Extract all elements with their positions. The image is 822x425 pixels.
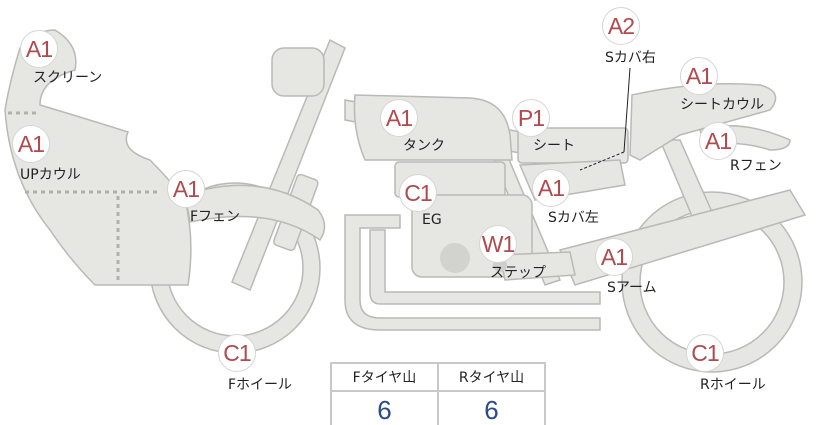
label-tank: タンク bbox=[403, 138, 445, 154]
label-side-cover-right: Sカバ右 bbox=[605, 50, 656, 66]
label-screen: スクリーン bbox=[33, 70, 103, 86]
label-step: ステップ bbox=[490, 265, 546, 281]
label-rear-wheel: Rホイール bbox=[700, 377, 766, 393]
grade-badge-tank[interactable]: A1 bbox=[380, 99, 418, 137]
label-seat-cowl: シートカウル bbox=[680, 97, 764, 113]
label-side-cover-left: Sカバ左 bbox=[548, 210, 599, 226]
front-fender-shape bbox=[184, 184, 326, 242]
grade-badge-front-wheel[interactable]: C1 bbox=[218, 334, 256, 372]
label-front-wheel: Fホイール bbox=[228, 377, 293, 393]
grade-badge-side-cover-left[interactable]: A1 bbox=[532, 169, 570, 207]
label-seat: シート bbox=[533, 138, 575, 154]
label-swingarm: Sアーム bbox=[607, 280, 657, 296]
step-shape bbox=[499, 251, 576, 281]
grade-badge-rear-wheel[interactable]: C1 bbox=[686, 334, 724, 372]
label-upper-cowl: UPカウル bbox=[20, 167, 81, 183]
rear-tire-header: Rタイヤ山 bbox=[437, 362, 546, 392]
grade-badge-engine[interactable]: C1 bbox=[399, 174, 437, 212]
grade-badge-swingarm[interactable]: A1 bbox=[595, 238, 633, 276]
front-tire-value: 6 bbox=[330, 390, 439, 425]
tire-tread-table: Fタイヤ山 Rタイヤ山 6 6 bbox=[330, 362, 546, 425]
grade-badge-seat-cowl[interactable]: A1 bbox=[680, 57, 718, 95]
label-engine: EG bbox=[422, 212, 442, 228]
grade-badge-screen[interactable]: A1 bbox=[20, 30, 58, 68]
grade-badge-step[interactable]: W1 bbox=[479, 225, 517, 263]
front-tire-header: Fタイヤ山 bbox=[330, 362, 439, 392]
grade-badge-front-fender[interactable]: A1 bbox=[167, 170, 205, 208]
seat-cowl-shape bbox=[629, 83, 777, 161]
grade-badge-upper-cowl[interactable]: A1 bbox=[12, 125, 50, 163]
label-rear-fender: Rフェン bbox=[730, 158, 782, 174]
grade-badge-seat[interactable]: P1 bbox=[512, 99, 550, 137]
rear-tire-value: 6 bbox=[437, 390, 546, 425]
grade-badge-rear-fender[interactable]: A1 bbox=[699, 122, 737, 160]
label-front-fender: Fフェン bbox=[190, 209, 241, 225]
cowl-screen-shape bbox=[4, 29, 192, 286]
grade-badge-side-cover-right[interactable]: A2 bbox=[602, 7, 640, 45]
